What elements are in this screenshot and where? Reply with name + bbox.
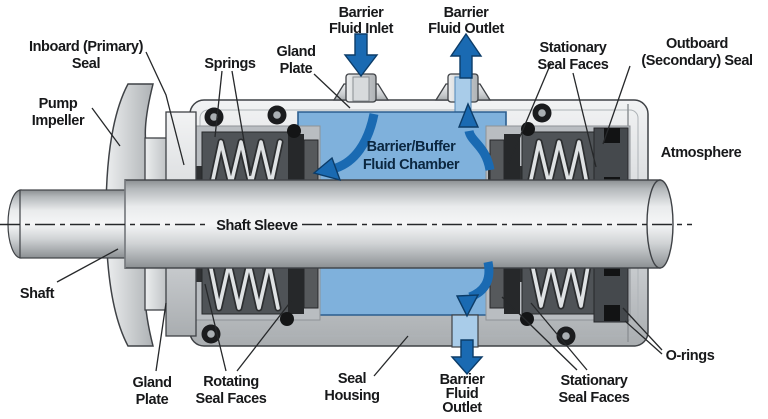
label-barrier-fluid-outlet-bottom: Fluid: [446, 386, 479, 402]
label-gland-plate-top: Plate: [280, 61, 313, 77]
label-inboard-primary-seal: Seal: [72, 56, 100, 72]
leader-line: [56, 248, 119, 283]
label-stationary-seal-faces-top: Seal Faces: [538, 57, 609, 73]
label-stationary-seal-faces-bottom: Stationary: [561, 373, 628, 389]
leader-line: [204, 283, 227, 372]
label-barrier-fluid-inlet: Fluid Inlet: [329, 21, 394, 37]
barrier-fluid-outlet-bottom-arrow-icon: [450, 339, 484, 376]
label-rotating-seal-faces: Rotating: [203, 374, 259, 390]
rotating-seal-face-upper-left: [288, 134, 304, 184]
label-o-rings: O-rings: [666, 348, 715, 364]
leader-line: [91, 107, 121, 147]
label-barrier-fluid-outlet-top: Barrier: [444, 5, 490, 21]
spring-lower-left: [206, 260, 282, 312]
leader-line: [622, 307, 663, 351]
stationary-seal-face-upper-left: [303, 139, 319, 185]
leader-line: [231, 70, 251, 177]
o-ring: [280, 312, 294, 326]
label-stationary-seal-faces-bottom: Seal Faces: [559, 390, 630, 406]
label-rotating-seal-faces: Seal Faces: [196, 391, 267, 407]
label-pump-impeller: Impeller: [32, 113, 85, 129]
chamber-circulation-arrow-up-icon: [457, 102, 495, 171]
leader-line: [602, 65, 631, 145]
leader-line: [572, 72, 597, 168]
leader-line: [624, 320, 663, 355]
leader-line: [507, 62, 552, 166]
leader-line: [145, 51, 185, 166]
spring-lower-right: [528, 260, 592, 310]
label-barrier-buffer-fluid-chamber: Fluid Chamber: [363, 157, 460, 173]
label-barrier-fluid-outlet-bottom: Barrier: [440, 372, 486, 388]
stationary-seal-face-lower-left: [303, 263, 319, 309]
spring-upper-left: [208, 138, 284, 188]
label-barrier-fluid-inlet: Barrier: [339, 5, 385, 21]
label-gland-plate-bottom: Gland: [132, 375, 171, 391]
label-springs: Springs: [204, 56, 256, 72]
o-ring: [520, 312, 534, 326]
label-seal-housing: Seal: [338, 371, 366, 387]
label-shaft-sleeve: Shaft Sleeve: [216, 218, 298, 234]
leader-line: [214, 70, 223, 138]
label-outboard-secondary-seal: Outboard: [666, 36, 728, 52]
inlet-port-bore: [352, 76, 370, 102]
leader-line: [236, 299, 293, 372]
label-shaft: Shaft: [20, 286, 55, 302]
label-gland-plate-bottom: Plate: [136, 392, 169, 408]
label-stationary-seal-faces-top: Stationary: [540, 40, 607, 56]
barrier-fluid-inlet-arrow-icon: [343, 33, 379, 78]
o-ring: [556, 326, 576, 346]
o-ring: [287, 124, 301, 138]
label-barrier-fluid-outlet-top: Fluid Outlet: [428, 21, 504, 37]
rotating-seal-face-lower-right: [504, 264, 520, 314]
leader-line: [530, 302, 588, 371]
label-gland-plate-top: Gland: [276, 44, 315, 60]
o-ring: [532, 103, 552, 123]
barrier-fluid-outlet-top-arrow-icon: [449, 32, 483, 79]
leader-line: [373, 335, 409, 377]
leader-line: [313, 73, 351, 109]
label-atmosphere: Atmosphere: [661, 145, 742, 161]
rotating-seal-face-lower-left: [288, 264, 304, 314]
label-seal-housing: Housing: [324, 388, 379, 404]
label-inboard-primary-seal: Inboard (Primary): [29, 39, 144, 55]
chamber-circulation-arrow-down-icon: [455, 261, 494, 318]
o-ring: [267, 105, 287, 125]
shaft-sleeve: [124, 179, 661, 269]
label-pump-impeller: Pump: [39, 96, 78, 112]
spring-upper-right: [526, 138, 591, 188]
leader-line: [501, 296, 578, 371]
o-ring: [204, 107, 224, 127]
leader-line: [155, 302, 167, 372]
label-barrier-buffer-fluid-chamber: Barrier/Buffer: [367, 139, 456, 155]
label-outboard-secondary-seal: (Secondary) Seal: [641, 53, 752, 69]
label-barrier-fluid-outlet-bottom: Outlet: [442, 400, 482, 416]
chamber-circulation-arrow-left-icon: [312, 113, 379, 182]
